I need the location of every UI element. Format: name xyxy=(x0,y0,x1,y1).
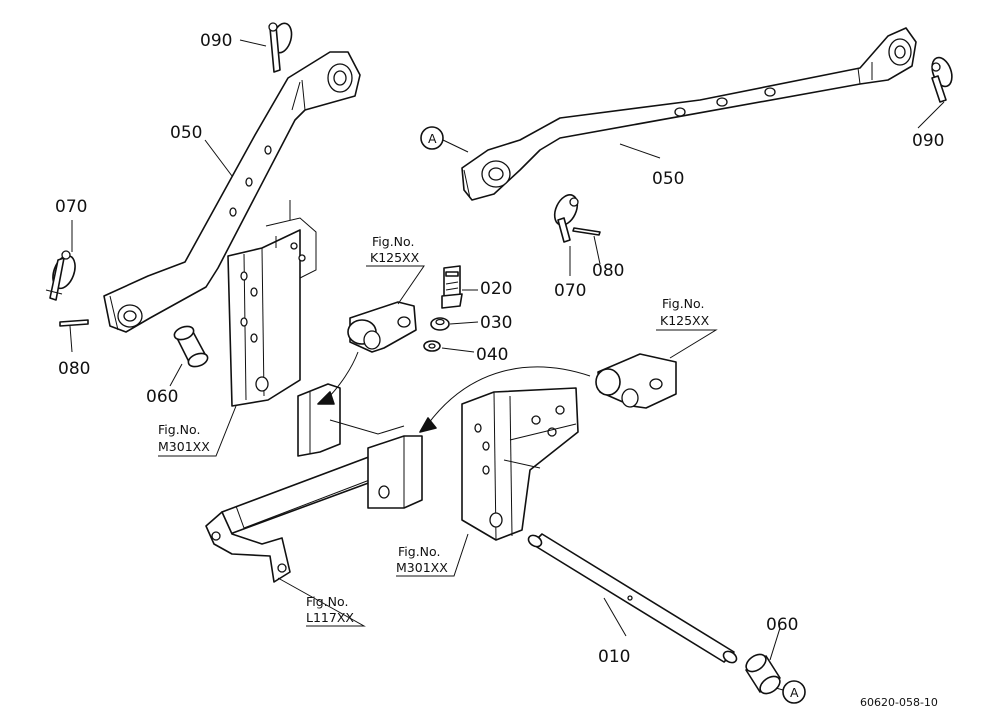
spring-pin-icon xyxy=(59,319,89,327)
part-label-020: 020 xyxy=(480,279,512,299)
part-label-060-right: 060 xyxy=(766,615,798,635)
ref-k125-top-num: K125XX xyxy=(370,250,420,265)
ref-m301-left-num: M301XX xyxy=(158,439,210,454)
hitch-bracket-top xyxy=(347,301,417,353)
part-label-090-left: 090 xyxy=(200,31,232,51)
ref-k125-right-fig: Fig.No. xyxy=(662,296,704,311)
ref-k125-right-num: K125XX xyxy=(660,313,710,328)
linch-pin-icon xyxy=(931,56,953,103)
linch-pin-icon xyxy=(268,22,293,73)
part-label-040: 040 xyxy=(476,345,508,365)
part-label-070-right: 070 xyxy=(554,281,586,301)
ref-l117-fig: Fig.No. xyxy=(306,594,348,609)
drawing-code: 60620-058-10 xyxy=(860,696,938,709)
main-pin-010 xyxy=(527,533,738,664)
left-lower-link xyxy=(103,51,361,333)
ref-m301-mid-num: M301XX xyxy=(396,560,448,575)
ref-m301-mid-fig: Fig.No. xyxy=(398,544,440,559)
spring-pin-icon xyxy=(572,227,601,236)
reference-marker-a-top xyxy=(420,126,469,153)
linch-pin-icon xyxy=(45,250,76,301)
washer-040-icon xyxy=(423,340,441,352)
hitch-bracket-right xyxy=(595,353,677,409)
part-label-010: 010 xyxy=(598,647,630,667)
leader-lines xyxy=(69,39,945,661)
ref-l117-num: L117XX xyxy=(306,610,354,625)
part-label-090-right: 090 xyxy=(912,131,944,151)
arrow-head-icon xyxy=(419,417,437,433)
frame-assembly xyxy=(205,200,579,583)
part-label-080-left: 080 xyxy=(58,359,90,379)
part-label-030: 030 xyxy=(480,313,512,333)
part-label-050-left: 050 xyxy=(170,123,202,143)
part-label-060-left: 060 xyxy=(146,387,178,407)
collar-icon xyxy=(173,325,209,368)
part-label-080-right: 080 xyxy=(592,261,624,281)
marker-a-bottom-label: A xyxy=(790,685,799,700)
part-label-050-right: 050 xyxy=(652,169,684,189)
collar-icon xyxy=(745,653,781,695)
assembly-arrow xyxy=(427,366,591,425)
right-lower-link xyxy=(461,27,917,201)
linch-pin-icon xyxy=(553,194,579,243)
bolt-020-icon xyxy=(441,265,463,309)
reference-marker-a-bottom xyxy=(775,680,806,704)
ref-k125-top-fig: Fig.No. xyxy=(372,234,414,249)
arrow-head-icon xyxy=(317,391,335,405)
nut-030-icon xyxy=(430,317,450,331)
part-label-070-left: 070 xyxy=(55,197,87,217)
ref-m301-left-fig: Fig.No. xyxy=(158,422,200,437)
marker-a-top-label: A xyxy=(428,131,437,146)
